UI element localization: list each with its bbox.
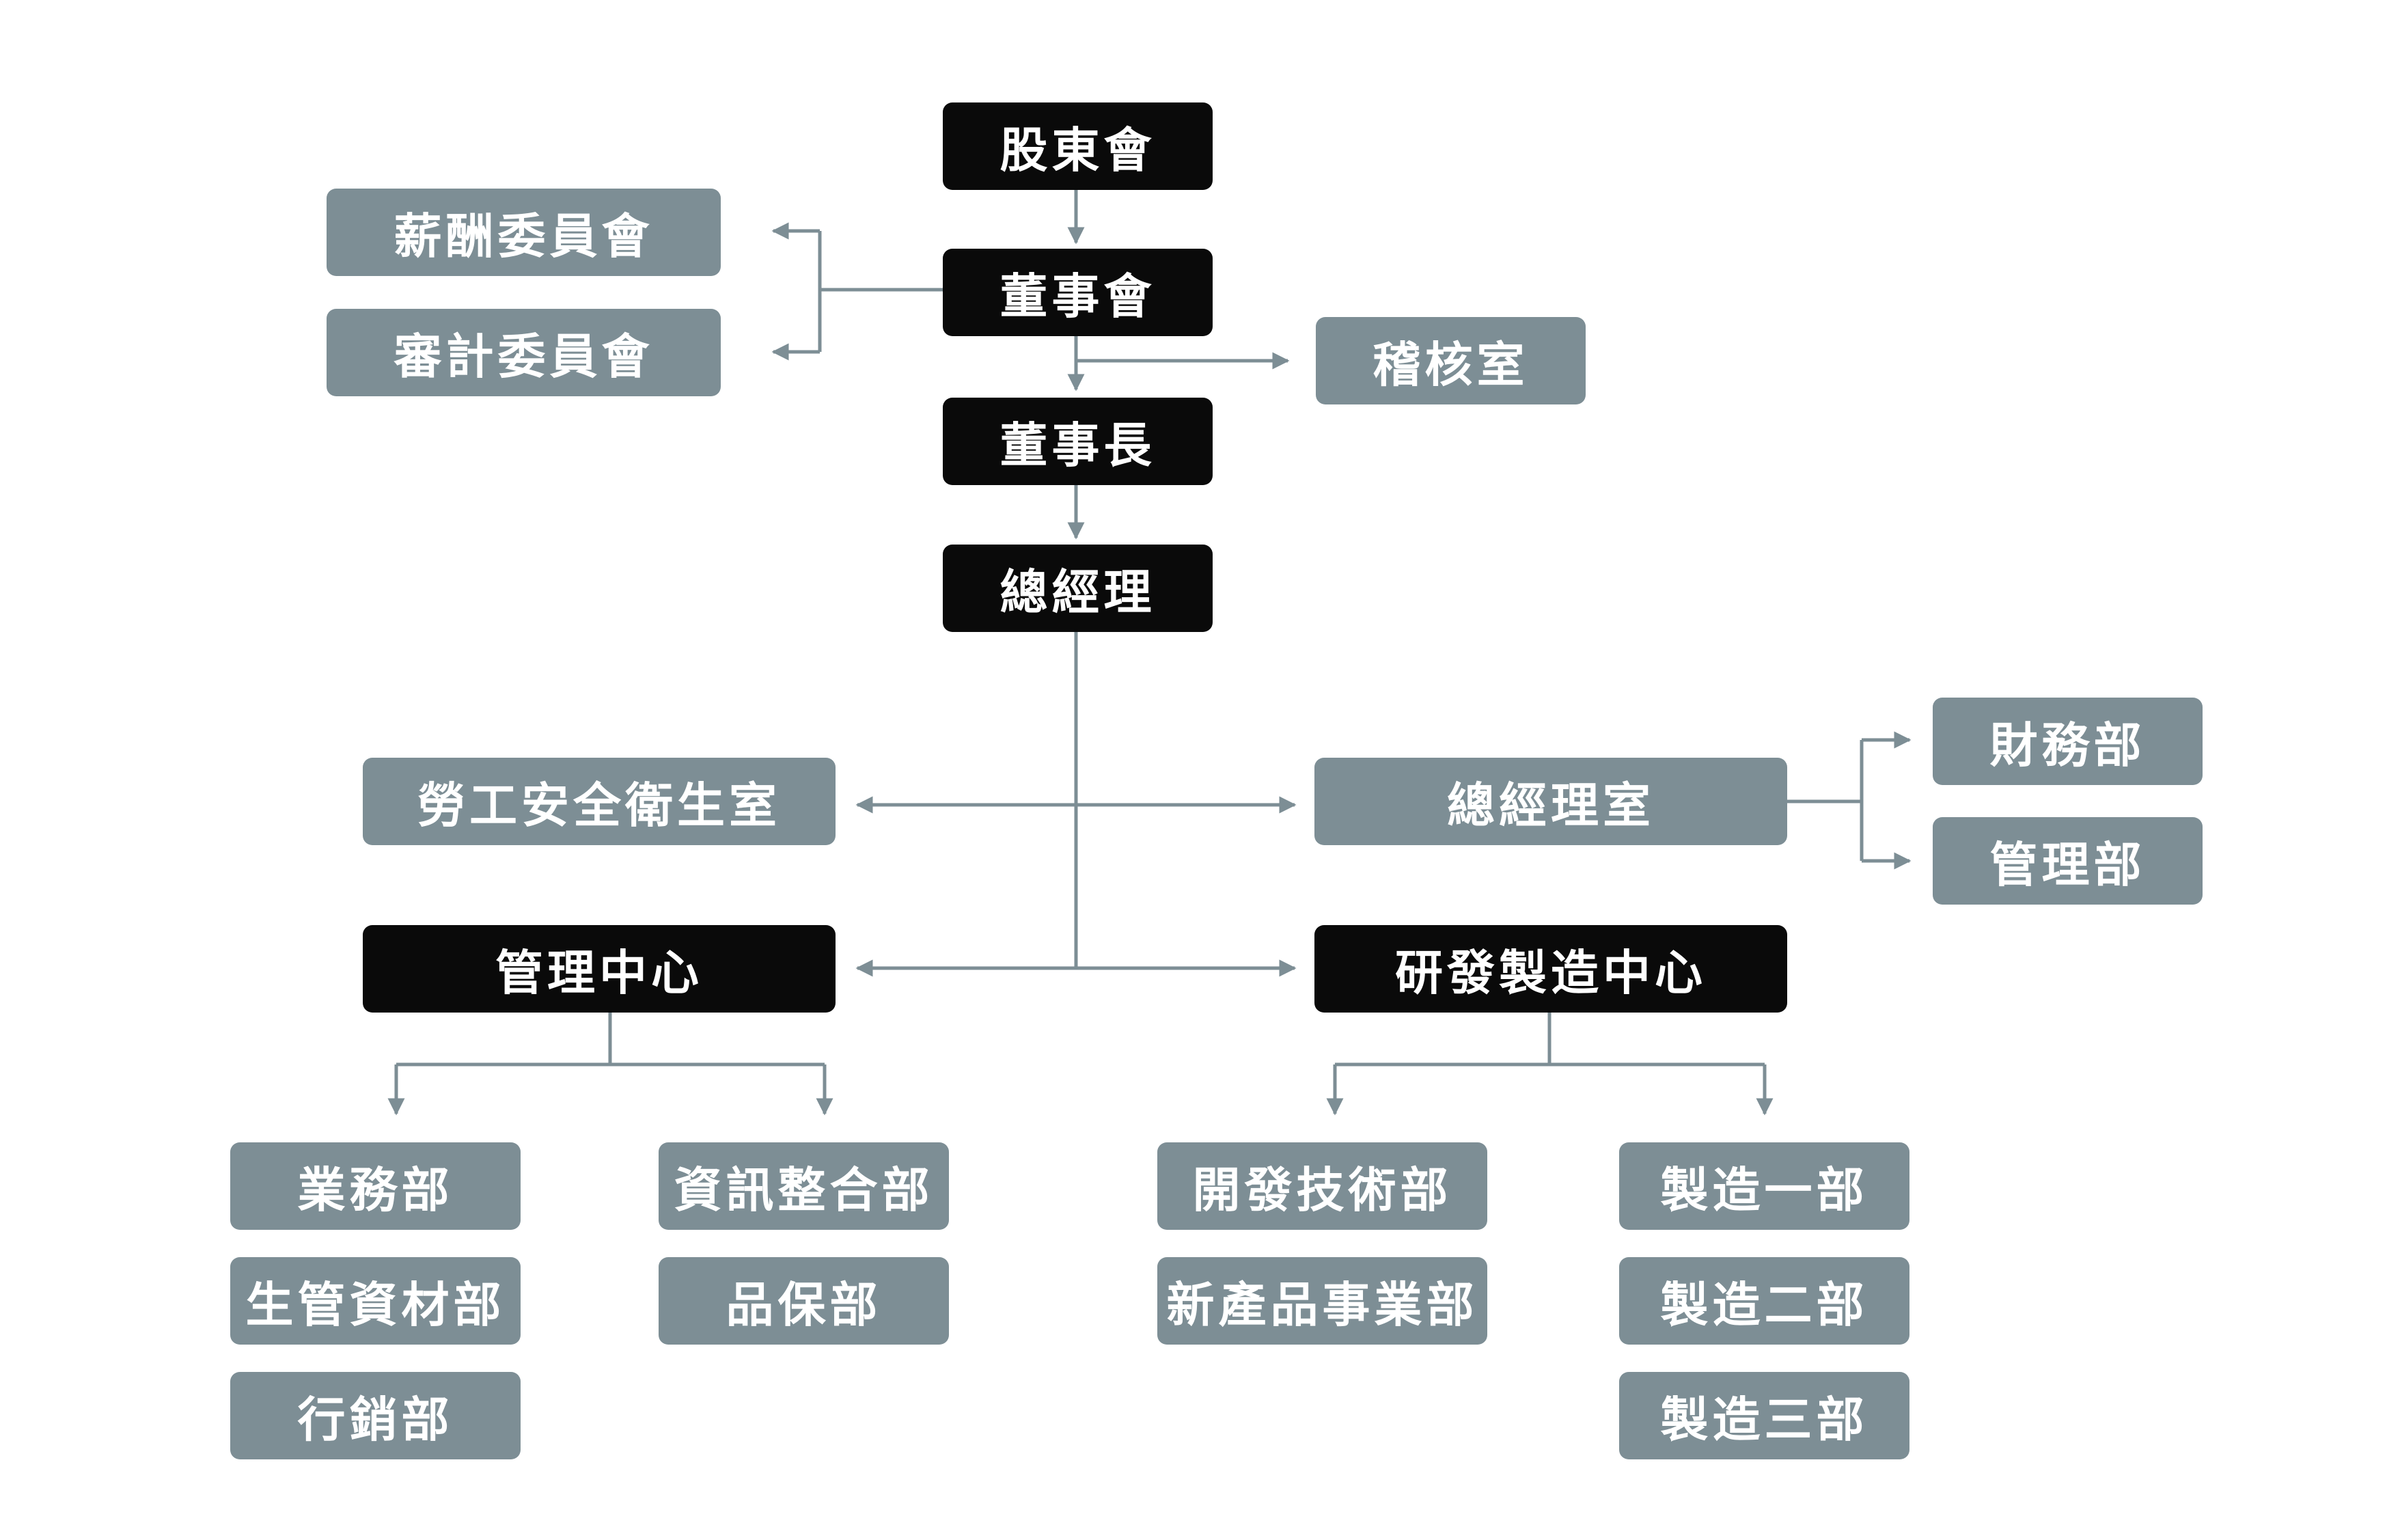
- chairman-box: 董事長: [943, 398, 1213, 485]
- president-box: 總經理: [943, 545, 1213, 632]
- internal-audit-office-box: 稽核室: [1316, 317, 1586, 404]
- audit-committee-box: 審計委員會: [327, 309, 721, 396]
- president-office-box: 總經理室: [1314, 758, 1787, 845]
- rd-manufacturing-center-box: 研發製造中心: [1314, 925, 1787, 1013]
- finance-dept-box: 財務部: [1933, 698, 2203, 785]
- manufacturing-dept-1-box: 製造一部: [1619, 1142, 1909, 1230]
- marketing-dept-box: 行銷部: [230, 1372, 521, 1459]
- shareholders-meeting-box: 股東會: [943, 102, 1213, 190]
- sales-dept-box: 業務部: [230, 1142, 521, 1230]
- manufacturing-dept-2-box: 製造二部: [1619, 1257, 1909, 1345]
- board-of-directors-box: 董事會: [943, 249, 1213, 336]
- admin-dept-box: 管理部: [1933, 817, 2203, 905]
- labor-safety-office-box: 勞工安全衛生室: [363, 758, 836, 845]
- new-product-dept-box: 新產品事業部: [1157, 1257, 1487, 1345]
- quality-assurance-dept-box: 品保部: [659, 1257, 949, 1345]
- development-tech-dept-box: 開發技術部: [1157, 1142, 1487, 1230]
- compensation-committee-box: 薪酬委員會: [327, 189, 721, 276]
- production-materials-dept-box: 生管資材部: [230, 1257, 521, 1345]
- management-center-box: 管理中心: [363, 925, 836, 1013]
- it-integration-dept-box: 資訊整合部: [659, 1142, 949, 1230]
- manufacturing-dept-3-box: 製造三部: [1619, 1372, 1909, 1459]
